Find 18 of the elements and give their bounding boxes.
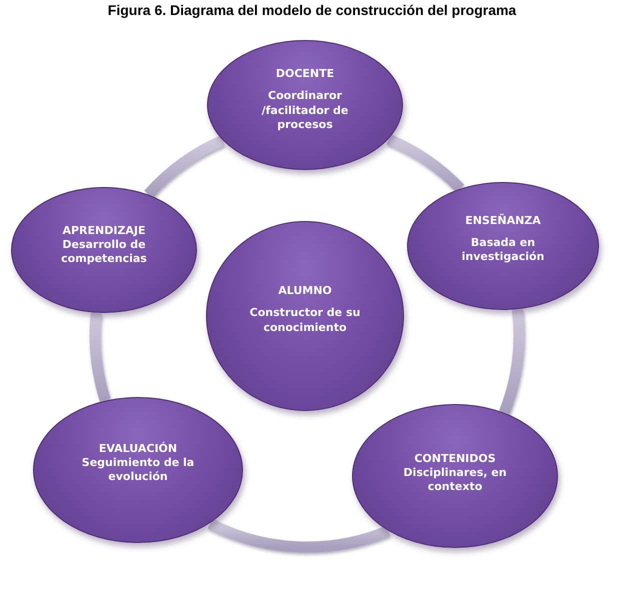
ring-connector — [386, 134, 464, 192]
ring-connector — [498, 309, 524, 414]
node-heading: DOCENTE — [276, 67, 334, 82]
node-heading: CONTENIDOS — [414, 452, 496, 466]
node-heading: EVALUACIÓN — [98, 442, 178, 456]
ring-connector — [208, 518, 390, 552]
node-description: Desarrollo de competencias — [60, 238, 148, 266]
node-heading: APRENDIZAJE — [62, 224, 146, 238]
figure-title: Figura 6. Diagrama del modelo de construcción del programa — [106, 2, 518, 18]
node-description: Disciplinares, en contexto — [402, 466, 508, 494]
node-description: Constructor de su conocimiento — [248, 306, 362, 335]
node-description: Coordinaror /facilitador de procesos — [260, 89, 350, 132]
ring-connector — [90, 312, 111, 402]
node-heading: ALUMNO — [278, 284, 332, 298]
node-description: Seguimiento de la evolución — [80, 456, 196, 484]
node-description: Basada en investigación — [460, 236, 546, 264]
node-heading: ENSEÑANZA — [465, 214, 541, 228]
ring-connector — [144, 136, 225, 198]
